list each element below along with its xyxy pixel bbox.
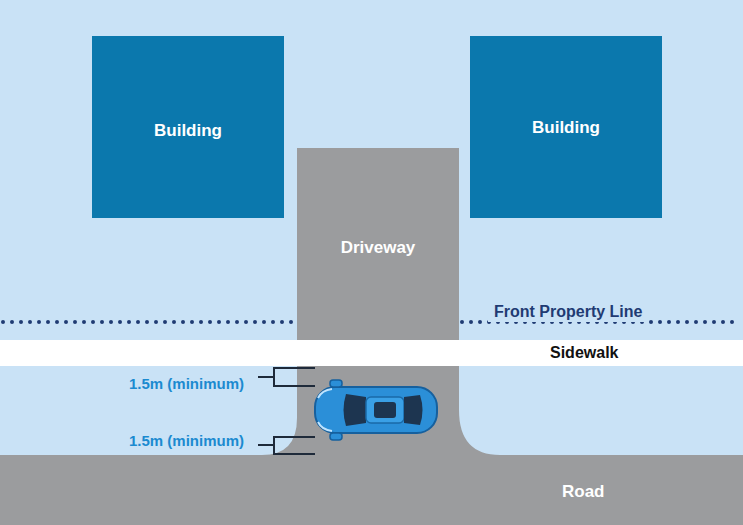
driveway-apron — [297, 366, 459, 456]
dimension-label: 1.5m (minimum) — [129, 375, 244, 392]
car — [315, 380, 437, 440]
building-label: Building — [532, 118, 600, 138]
driveway-flare — [459, 410, 500, 455]
sidewalk-label: Sidewalk — [550, 344, 618, 362]
driveway-box: Driveway — [297, 148, 459, 340]
road-label: Road — [562, 482, 605, 502]
road-band: Road — [0, 455, 743, 525]
property-line-label: Front Property Line — [488, 302, 648, 322]
building-box: Building — [470, 36, 662, 218]
sidewalk-band: Sidewalk — [0, 340, 743, 366]
driveway-label: Driveway — [341, 238, 416, 258]
building-box: Building — [92, 36, 284, 218]
dimension-bracket — [258, 368, 315, 454]
building-label: Building — [154, 121, 222, 141]
dimension-label: 1.5m (minimum) — [129, 432, 244, 449]
